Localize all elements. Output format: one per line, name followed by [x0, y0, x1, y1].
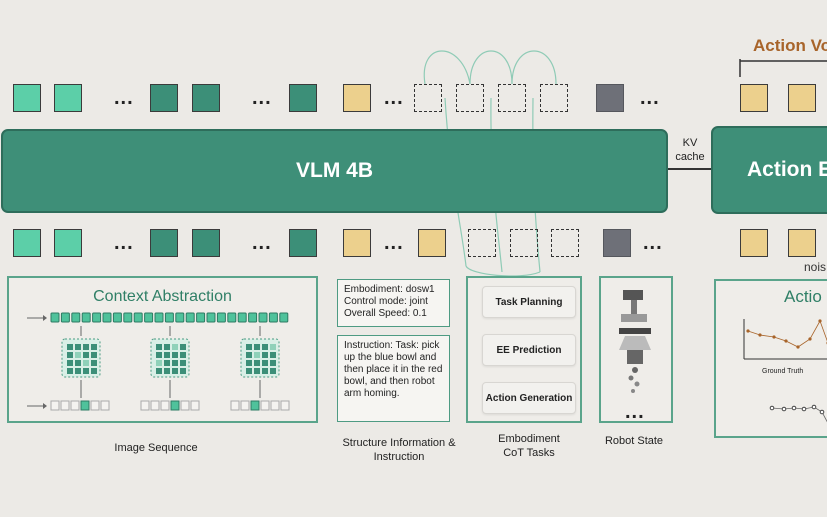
cot-action-generation: Action Generation	[482, 382, 576, 414]
context-abstraction-panel: Context Abstraction	[7, 276, 318, 423]
text-token	[343, 84, 371, 112]
robot-arm-icon	[619, 290, 651, 393]
caption-robot-state: Robot State	[604, 435, 664, 447]
abstract-token	[175, 312, 185, 323]
kv-cache-line2: cache	[675, 151, 705, 163]
kv-connector	[668, 168, 712, 170]
noise-label: nois	[804, 260, 827, 274]
abstract-token	[154, 312, 164, 323]
abstract-token	[144, 312, 154, 323]
vlm-block: VLM 4B	[1, 129, 668, 213]
context-abstraction-graphic	[27, 312, 290, 411]
caption-structure: Structure Information & Instruction	[342, 437, 456, 463]
abstract-token	[227, 312, 237, 323]
text-token	[343, 229, 371, 257]
abstract-token	[112, 312, 122, 323]
cot-ee-prediction: EE Prediction	[482, 334, 576, 366]
cot-token	[540, 84, 568, 112]
abstract-token	[164, 312, 174, 323]
abstract-token	[258, 312, 268, 323]
ground-truth-plot	[743, 319, 827, 423]
image-token	[289, 229, 317, 257]
abstract-token	[60, 312, 70, 323]
cot-token	[414, 84, 442, 112]
abstract-token	[133, 312, 143, 323]
state-token	[596, 84, 624, 112]
structure-info-box: Embodiment: dosw1 Control mode: joint Ov…	[337, 279, 450, 327]
abstract-token	[268, 312, 278, 323]
action-expert-block: Action E	[711, 126, 827, 214]
ellipsis: ...	[643, 232, 663, 254]
action-token	[788, 84, 816, 112]
structure-line: Overall Speed: 0.1	[344, 308, 427, 319]
structure-line: Control mode: joint	[344, 296, 428, 307]
action-vocab-label: Action Vo	[753, 36, 827, 55]
robot-ellipsis: ...	[625, 401, 645, 423]
image-token	[150, 229, 178, 257]
cot-token	[551, 229, 579, 257]
image-token	[150, 84, 178, 112]
ground-truth-label: Ground Truth	[762, 368, 804, 375]
abstract-token	[248, 312, 258, 323]
image-token	[289, 84, 317, 112]
action-vocab-bracket	[739, 59, 827, 77]
noise-token	[740, 229, 768, 257]
ellipsis: ...	[384, 87, 404, 109]
abstract-token	[50, 312, 60, 323]
cot-token	[456, 84, 484, 112]
action-panel: Actio Ground Truth	[714, 279, 827, 438]
ellipsis: ...	[640, 87, 660, 109]
abstract-token	[102, 312, 112, 323]
instruction-box: Instruction: Task: pick up the blue bowl…	[337, 335, 450, 422]
state-token	[603, 229, 631, 257]
ellipsis: ...	[252, 87, 272, 109]
abstract-token	[92, 312, 102, 323]
abstract-token	[196, 312, 206, 323]
abstract-token	[81, 312, 91, 323]
vlm-label: VLM 4B	[295, 159, 373, 182]
image-token	[192, 229, 220, 257]
context-abstraction-title: Context Abstraction	[93, 288, 232, 305]
action-panel-title: Actio	[784, 287, 822, 306]
noise-token	[788, 229, 816, 257]
action-expert-label: Action E	[747, 158, 827, 181]
image-token	[192, 84, 220, 112]
abstract-token	[216, 312, 226, 323]
abstract-token	[123, 312, 133, 323]
caption-image-sequence: Image Sequence	[114, 442, 198, 454]
image-token	[54, 84, 82, 112]
abstract-token	[71, 312, 81, 323]
caption-embodiment-cot: Embodiment CoT Tasks	[498, 433, 560, 459]
ellipsis: ...	[252, 232, 272, 254]
text-token	[418, 229, 446, 257]
abstract-token	[237, 312, 247, 323]
abstract-token	[185, 312, 195, 323]
kv-cache-line1: KV	[682, 137, 698, 149]
ellipsis: ...	[114, 87, 134, 109]
robot-state-panel: ...	[599, 276, 673, 423]
structure-line: Embodiment: dosw1	[344, 284, 435, 295]
ellipsis: ...	[114, 232, 134, 254]
image-token	[54, 229, 82, 257]
image-token	[13, 84, 41, 112]
cot-token	[510, 229, 538, 257]
action-token	[740, 84, 768, 112]
image-token	[13, 229, 41, 257]
ellipsis: ...	[384, 232, 404, 254]
embodiment-cot-panel: Task Planning EE Prediction Action Gener…	[466, 276, 582, 423]
kv-cache-label: KV cache	[668, 136, 712, 164]
instruction-text: Instruction: Task: pick up the blue bowl…	[344, 340, 443, 399]
cot-token	[468, 229, 496, 257]
abstract-token	[206, 312, 216, 323]
cot-token	[498, 84, 526, 112]
abstract-token	[279, 312, 289, 323]
cot-task-planning: Task Planning	[482, 286, 576, 318]
